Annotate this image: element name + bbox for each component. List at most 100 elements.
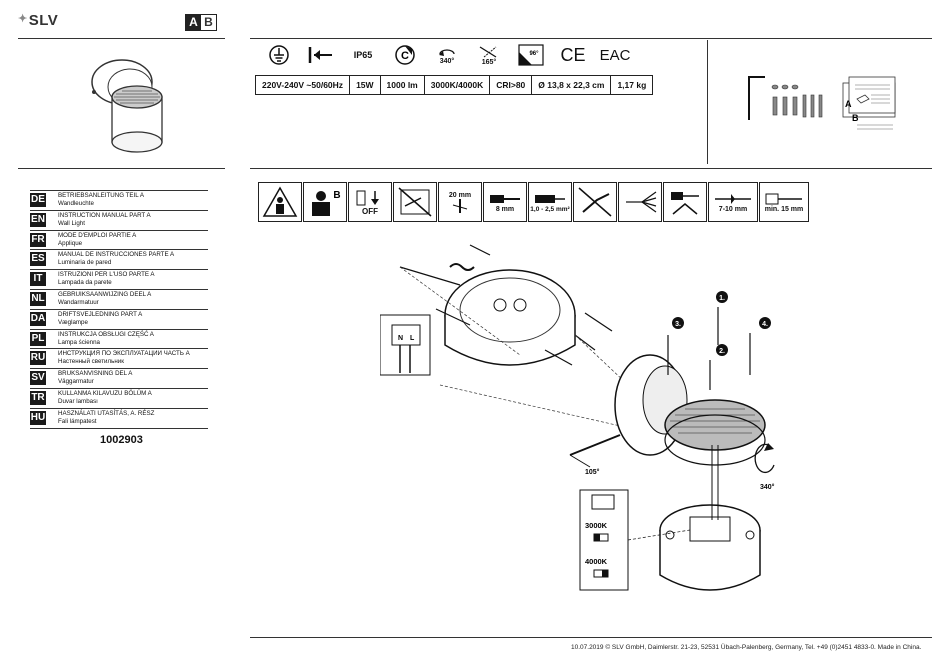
lang-code: ES — [30, 252, 46, 267]
lang-title: INSTRUKCJA OBSŁUGI CZĘŚĆ A — [58, 330, 154, 338]
svg-text:C: C — [401, 50, 409, 62]
lang-sub: Væglampe — [58, 318, 88, 326]
spec-divider — [707, 40, 708, 164]
spec-power: 15W — [350, 76, 381, 94]
cct-3000-label: 3000K — [585, 521, 608, 530]
lang-title: ИНСТРУКЦИЯ ПО ЭКСПЛУАТАЦИИ ЧАСТЬ A — [58, 350, 190, 358]
rotate-angle-label: 340° — [760, 483, 775, 491]
no-cable-icon — [393, 182, 437, 222]
drill-depth-icon: 20 mm — [438, 182, 482, 222]
spec-icons-row: IP65 C 340° 165° 96° CE EAC — [258, 40, 636, 70]
mounting-plate — [444, 269, 576, 366]
cable-section-label: 1,0 - 2,5 mm² — [530, 205, 570, 213]
lang-code: SV — [30, 371, 46, 386]
lang-code: DE — [30, 193, 46, 207]
lang-code: EN — [30, 212, 46, 227]
spec-weight: 1,17 kg — [617, 80, 647, 90]
mid-rule — [250, 168, 932, 169]
class-c-icon: C — [384, 40, 426, 70]
lang-title: MODE D'EMPLOI PARTIE A — [58, 231, 137, 239]
lang-sub: Wandarmatuur — [58, 298, 99, 306]
footer-rule — [250, 637, 932, 638]
lang-code: DA — [30, 311, 46, 326]
tilt-marker: 105° — [569, 434, 621, 476]
step2-label: 2. — [719, 348, 725, 355]
lang-title: BETRIEBSANLEITUNG TEIL A — [58, 192, 144, 199]
lang-sub: Fali lámpatest — [58, 417, 97, 425]
read-manual-icon: B — [303, 182, 347, 222]
drill-depth-label: 20 mm — [448, 191, 472, 199]
lang-sub: Lampa ścienna — [58, 338, 100, 346]
lang-code: HU — [30, 410, 46, 425]
spec-lumen: 1000 lm — [381, 76, 425, 94]
lang-sub: Wall Light — [58, 219, 85, 227]
lang-code: RU — [30, 351, 46, 366]
sheath-length-icon: min. 15 mm — [759, 182, 809, 222]
step1-label: 1. — [719, 295, 725, 302]
article-number: 1002903 — [100, 434, 143, 446]
lang-code: IT — [30, 272, 46, 287]
cct-switch-inset: 3000K 4000K — [579, 489, 691, 591]
drill-size-icon: 8 mm — [483, 182, 527, 222]
top-rule-right — [250, 38, 932, 39]
sheath-length-label: min. 15 mm — [764, 205, 804, 213]
lang-title: INSTRUCTION MANUAL PART A — [58, 211, 151, 219]
product-image — [91, 59, 163, 153]
svg-text:L: L — [410, 335, 415, 342]
lang-sub: Duvar lambası — [58, 397, 98, 405]
cable-section-icon: 1,0 - 2,5 mm² — [528, 182, 572, 222]
lang-code: FR — [30, 232, 46, 247]
lang-code: TR — [30, 390, 46, 405]
lang-code: PL — [30, 331, 46, 346]
wire-bundle-icon — [618, 182, 662, 222]
lang-sub: Настенный светильник — [58, 358, 124, 366]
parts-b-label: B — [852, 113, 859, 123]
rotate-label: 340° — [439, 57, 455, 65]
lang-title: HASZNÁLATI UTASÍTÁS, A. RÉSZ — [58, 409, 155, 417]
heat-icon: 96° — [510, 40, 552, 70]
footer-text: 10.07.2019 © SLV GmbH, Daimlerstr. 21-23… — [571, 644, 922, 651]
read-manual-label: B — [333, 190, 340, 201]
spec-cct: 3000K/4000K — [425, 76, 491, 94]
off-label: OFF — [362, 206, 378, 216]
wire-strip-icon — [663, 182, 707, 222]
arrow-left-icon — [300, 40, 342, 70]
part-b-badge: B — [201, 15, 216, 30]
eac-icon: EAC — [599, 46, 631, 64]
electrician-icon — [258, 182, 302, 222]
spec-dimensions: Ø 13,8 x 22,3 cm — [532, 76, 612, 94]
power-off-icon: OFF — [348, 182, 392, 222]
lang-sub: Applique — [58, 239, 83, 247]
lang-title: DRIFTSVEJLEDNING PART A — [58, 310, 143, 318]
step3-label: 3. — [675, 321, 681, 328]
svg-text:N: N — [398, 335, 403, 342]
ground-icon — [258, 40, 300, 70]
strip-length-icon: 7-10 mm — [708, 182, 758, 222]
tilt-label: 165° — [481, 58, 497, 66]
heat-label: 96° — [529, 51, 539, 57]
tilt-angle-label: 105° — [585, 468, 600, 476]
tool-icons-row: B OFF 20 mm 8 mm 1,0 - 2,5 mm² 7-10 mm m… — [258, 182, 809, 222]
lang-title: GEBRUIKSAANWIJZING DEEL A — [58, 290, 152, 298]
spec-cri: CRI>80 — [490, 76, 533, 94]
lang-title: ISTRUZIONI PER L'USO PARTE A — [58, 271, 155, 279]
included-parts-image: A B — [748, 76, 896, 130]
rotate-marker: 340° — [754, 443, 775, 491]
spec-table: 220V-240V ~50/60Hz 15W 1000 lm 3000K/400… — [255, 75, 654, 95]
part-a-badge: A — [186, 15, 201, 30]
step4-label: 4. — [762, 321, 768, 328]
lang-title: MANUAL DE INSTRUCCIONES PARTE A — [58, 251, 175, 259]
lang-title: KULLANMA KILAVUZU BÖLÜM A — [58, 389, 152, 397]
